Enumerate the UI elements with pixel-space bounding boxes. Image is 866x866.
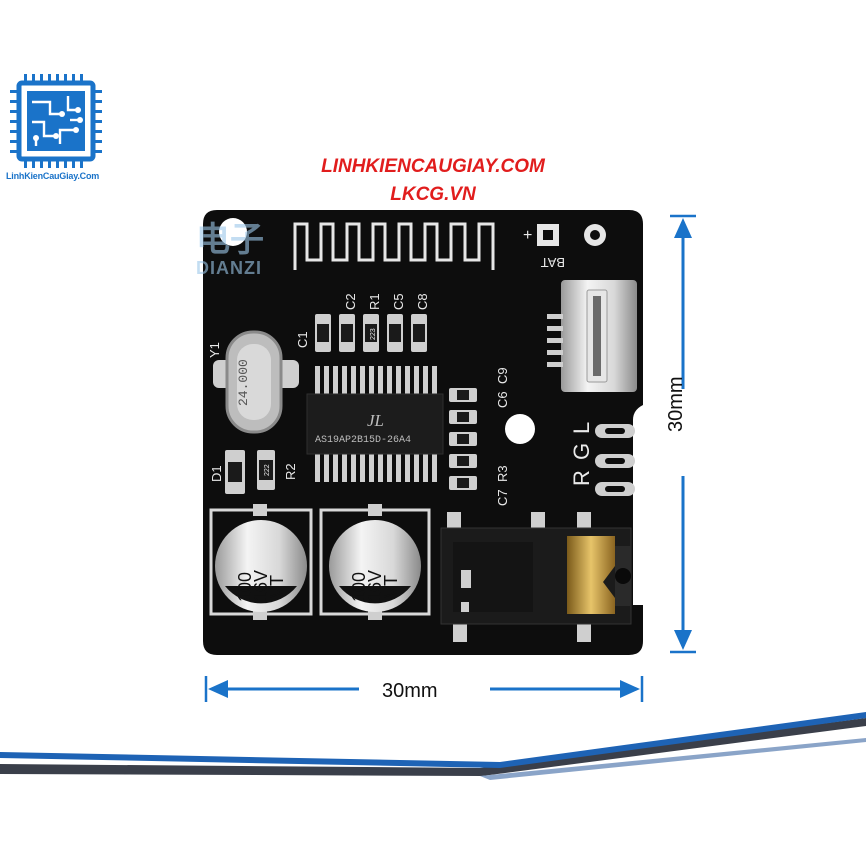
- label-plus: +: [523, 227, 532, 244]
- cap-left-line3: VT: [267, 575, 287, 598]
- logo-text: LinhKienCauGiay.Com: [6, 171, 100, 181]
- watermark-latin: DIANZI: [196, 258, 262, 278]
- height-label: 30mm: [665, 376, 687, 432]
- cap-right-line2: 16V: [365, 570, 385, 602]
- cap-left-line1: 100: [235, 572, 255, 602]
- capacitor-right: 100 16V VT: [319, 504, 431, 620]
- label-c1: C1: [295, 331, 310, 348]
- chip-pins-bottom: [315, 454, 437, 482]
- cap-right-line1: 100: [349, 572, 369, 602]
- antenna-trace: [293, 222, 495, 270]
- label-r: R: [569, 470, 594, 486]
- label-bat: BAT: [541, 255, 565, 270]
- label-r3: R3: [495, 465, 510, 482]
- label-c6: C6: [495, 391, 510, 408]
- label-y1: Y1: [207, 342, 222, 358]
- label-l: L: [569, 422, 594, 434]
- label-r1: R1: [367, 293, 382, 310]
- resistor-code: 223: [370, 328, 377, 340]
- audio-jack: [440, 512, 632, 642]
- site-name-secondary: LKCG.VN: [390, 184, 476, 205]
- footer-stripes: [0, 712, 866, 780]
- watermark: 电子 DIANZI: [196, 222, 264, 279]
- chip-marking: AS19AP2B15D-26A4: [315, 435, 411, 446]
- label-c8: C8: [415, 293, 430, 310]
- width-dimension-arrow: [204, 676, 644, 702]
- pcb-board: C2 R1 C5 C8 C1 223 Y1 24.000 JL AS19AP2B…: [203, 210, 643, 655]
- cap-right-line3: VT: [381, 575, 401, 598]
- label-d1: D1: [209, 465, 224, 482]
- label-c7: C7: [495, 489, 510, 506]
- main-chip: [306, 393, 444, 455]
- mounting-hole: [219, 218, 247, 246]
- crystal-value: 24.000: [236, 359, 251, 406]
- cap-left-line2: 16V: [251, 570, 271, 602]
- label-r2: R2: [283, 463, 298, 480]
- mounting-hole-small: [505, 414, 535, 444]
- smd-row: [315, 314, 427, 352]
- height-dimension-arrow: [670, 214, 696, 654]
- label-g: G: [569, 443, 594, 460]
- resistor-code-2: 222: [264, 464, 271, 476]
- label-c9: C9: [495, 367, 510, 384]
- site-name-primary: LINHKIENCAUGIAY.COM: [321, 156, 545, 177]
- chip-logo: JL: [367, 411, 384, 430]
- label-c2: C2: [343, 293, 358, 310]
- circuit-chip-icon: [10, 74, 102, 168]
- watermark-cn: 电子: [196, 221, 264, 259]
- width-label: 30mm: [382, 680, 438, 702]
- label-c5: C5: [391, 293, 406, 310]
- chip-pins-top: [315, 366, 437, 394]
- logo: [10, 74, 102, 170]
- capacitor-left: 100 16V VT: [209, 504, 313, 620]
